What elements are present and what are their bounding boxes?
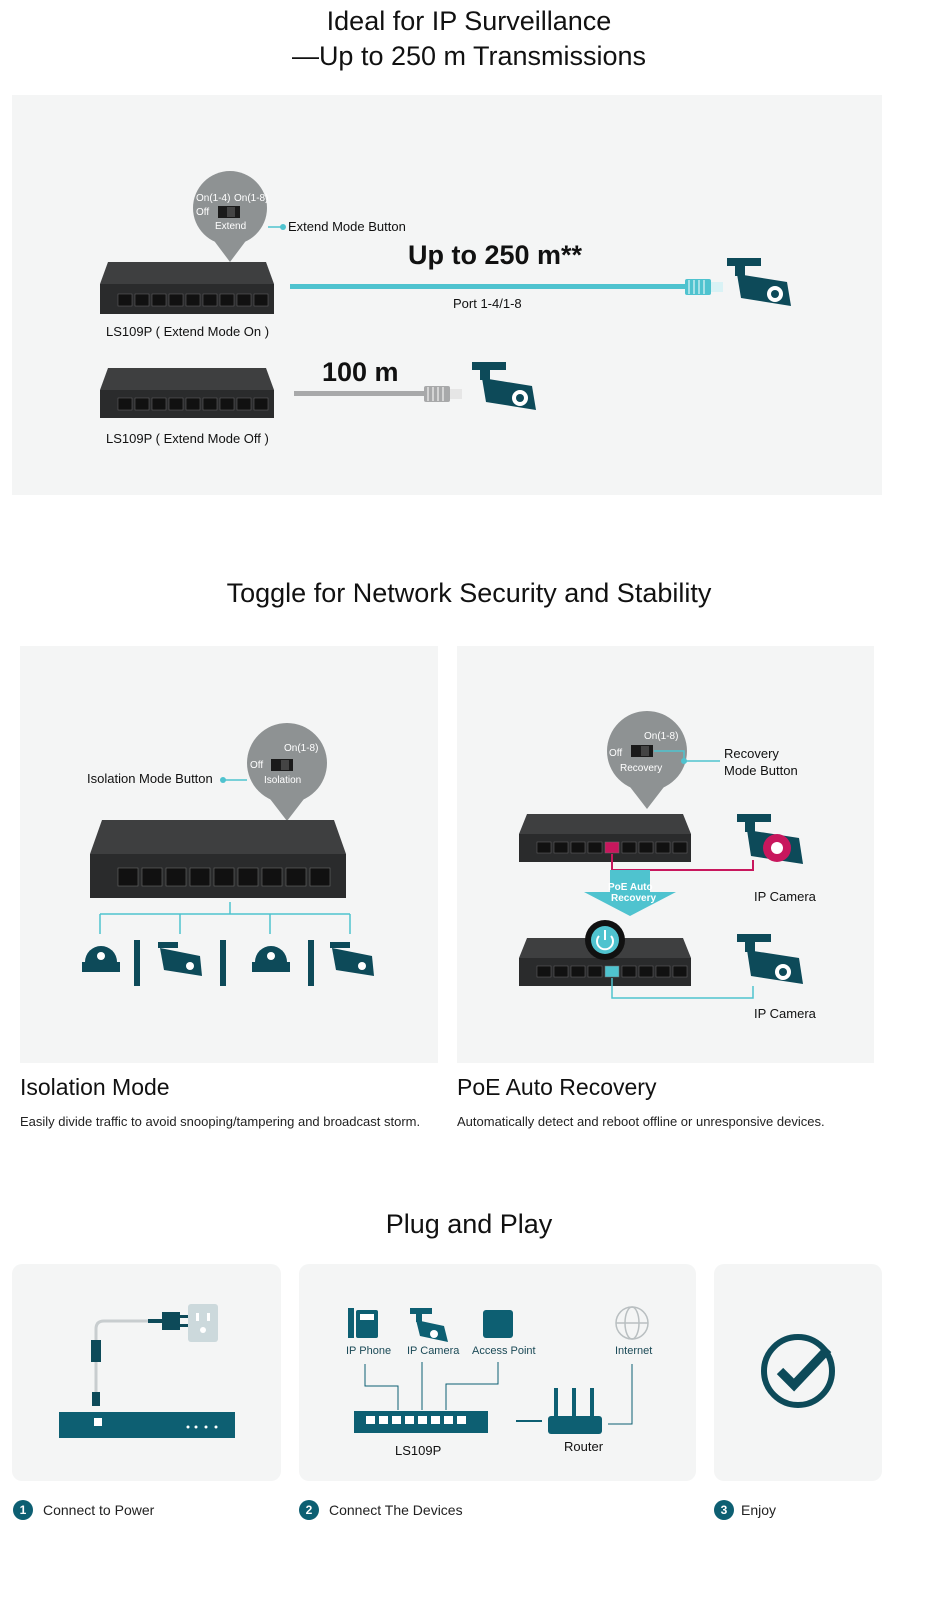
checkmark-icon [761, 1334, 835, 1408]
extend-switch-name: Extend [215, 221, 247, 232]
isolation-heading: Isolation Mode [20, 1074, 170, 1100]
callout-dot-icon [220, 777, 247, 783]
poe-recovery-arrow-line2: Recovery [611, 893, 657, 904]
extend-switch-on14-label: On(1-4) [196, 193, 231, 204]
ip-camera-label-1: IP Camera [754, 889, 816, 904]
poe-recovery-arrow-line1: PoE Auto [608, 882, 653, 893]
extend-switch-on18-label: On(1-8) [234, 193, 269, 204]
callout-dot-icon [654, 750, 720, 764]
recovery-switch-off-label: Off [609, 748, 623, 759]
ls109p-switch-icon [90, 820, 346, 898]
ls109p-switch-off-icon [100, 368, 274, 418]
step-3-label: Enjoy [741, 1502, 777, 1518]
enjoy-panel [714, 1264, 882, 1481]
recovery-after-diagram-icon [519, 920, 803, 999]
power-connection-icon [59, 1304, 235, 1438]
isolation-description: Easily divide traffic to avoid snooping/… [20, 1114, 421, 1129]
isolation-button-label: Isolation Mode Button [87, 771, 213, 786]
section3-title: Plug and Play [385, 1209, 553, 1239]
ip-camera-icon [727, 258, 791, 306]
device-off-label: LS109P ( Extend Mode Off ) [106, 431, 269, 446]
step-2-number: 2 [299, 1500, 319, 1520]
ip-camera-label-2: IP Camera [754, 1006, 816, 1021]
step-3-number: 3 [714, 1500, 734, 1520]
ip-camera-icon [472, 362, 536, 410]
section1-title-line1: Ideal for IP Surveillance [326, 6, 612, 36]
section2-title: Toggle for Network Security and Stabilit… [226, 578, 712, 608]
isolation-switch-off-label: Off [250, 760, 264, 771]
isolation-switch-on-label: On(1-8) [284, 743, 319, 754]
isolation-topology-icon [82, 902, 374, 986]
recovery-heading: PoE Auto Recovery [457, 1074, 657, 1100]
isolation-switch-zoom-icon [247, 723, 327, 821]
device-router-label: Router [564, 1439, 604, 1454]
extended-cable-icon [290, 279, 723, 295]
extend-switch-off-label: Off [196, 207, 210, 218]
recovery-switch-on-label: On(1-8) [644, 731, 679, 742]
step-1-number: 1 [13, 1500, 33, 1520]
recovery-before-diagram-icon [519, 814, 803, 871]
section1-title-line2: —Up to 250 m Transmissions [291, 41, 647, 71]
port-label: Port 1-4/1-8 [453, 296, 522, 311]
device-switch-label: LS109P [395, 1443, 442, 1458]
extend-mode-button-label: Extend Mode Button [288, 219, 406, 234]
step-2-label: Connect The Devices [329, 1502, 463, 1518]
step-1-label: Connect to Power [43, 1502, 155, 1518]
device-on-label: LS109P ( Extend Mode On ) [106, 324, 270, 339]
recovery-switch-name: Recovery [620, 763, 663, 774]
device-ip-camera-label: IP Camera [407, 1345, 460, 1357]
distance-on-value: Up to 250 m** [408, 240, 583, 270]
poe-recovery-arrow-icon [584, 870, 676, 916]
recovery-button-label-line1: Recovery [724, 746, 779, 761]
device-access-point-label: Access Point [472, 1345, 536, 1357]
recovery-button-label-line2: Mode Button [724, 763, 798, 778]
extend-switch-zoom-icon [193, 171, 267, 262]
callout-dot-icon [268, 224, 286, 230]
recovery-description: Automatically detect and reboot offline … [457, 1114, 825, 1129]
connect-power-panel [12, 1264, 281, 1481]
recovery-switch-zoom-icon [607, 711, 687, 809]
device-internet-label: Internet [615, 1345, 653, 1357]
network-topology-icon [348, 1306, 649, 1434]
ls109p-switch-on-icon [100, 262, 274, 314]
device-ip-phone-label: IP Phone [346, 1345, 392, 1357]
distance-off-value: 100 m [322, 357, 399, 387]
standard-cable-icon [294, 386, 462, 402]
isolation-switch-name: Isolation [264, 775, 302, 786]
